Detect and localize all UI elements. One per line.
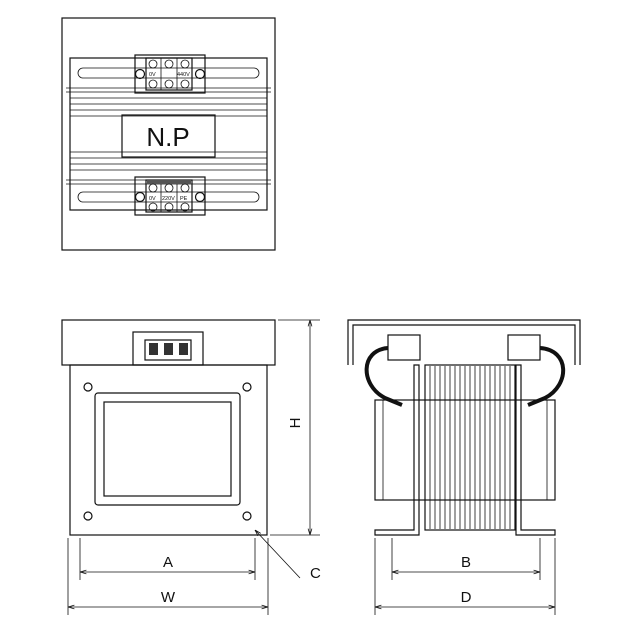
dimension-label-h: H: [287, 418, 304, 429]
terminal-label-pe: PE: [180, 196, 188, 202]
front-cover: [61, 319, 276, 366]
top-cover-outline: [61, 17, 276, 251]
side-terminal-right: [507, 334, 541, 361]
dimension-label-w: W: [161, 589, 176, 606]
core-stack: [424, 364, 516, 531]
core-lamination-lines: [429, 366, 511, 529]
front-body: [69, 364, 268, 536]
front-coil-window-outer: [94, 392, 241, 506]
lower-terminal-block: 0V 220V PE: [134, 176, 206, 216]
nameplate-text: N.P: [146, 122, 189, 152]
front-terminal-block: [132, 331, 204, 366]
upper-terminal-block: 0V 440V: [134, 54, 206, 94]
dimension-label-c: C: [310, 565, 321, 582]
nameplate: [121, 114, 216, 158]
dimension-leader-c: [255, 530, 301, 579]
lead-wire-left: [364, 346, 403, 407]
terminal-label-440v: 440V: [177, 72, 190, 78]
terminal-label-0v: 0V: [149, 72, 156, 78]
left-bracket: [374, 364, 420, 536]
terminal-label-220v: 220V: [162, 196, 175, 202]
dimension-label-b: B: [461, 554, 471, 571]
lead-wire-right: [527, 346, 566, 407]
dimension-label-a: A: [163, 554, 173, 571]
mounting-screws: [83, 382, 252, 521]
front-view: A W H C: [61, 319, 321, 615]
right-bracket: [515, 364, 556, 536]
side-cover: [347, 319, 581, 365]
side-view: B D: [347, 319, 581, 615]
terminal-label-0v-lower: 0V: [149, 196, 156, 202]
dimension-label-d: D: [461, 589, 472, 606]
front-coil-window-inner: [103, 401, 232, 497]
side-terminal-left: [387, 334, 421, 361]
top-view: N.P 0V 440V 0V 220V PE: [61, 17, 276, 251]
